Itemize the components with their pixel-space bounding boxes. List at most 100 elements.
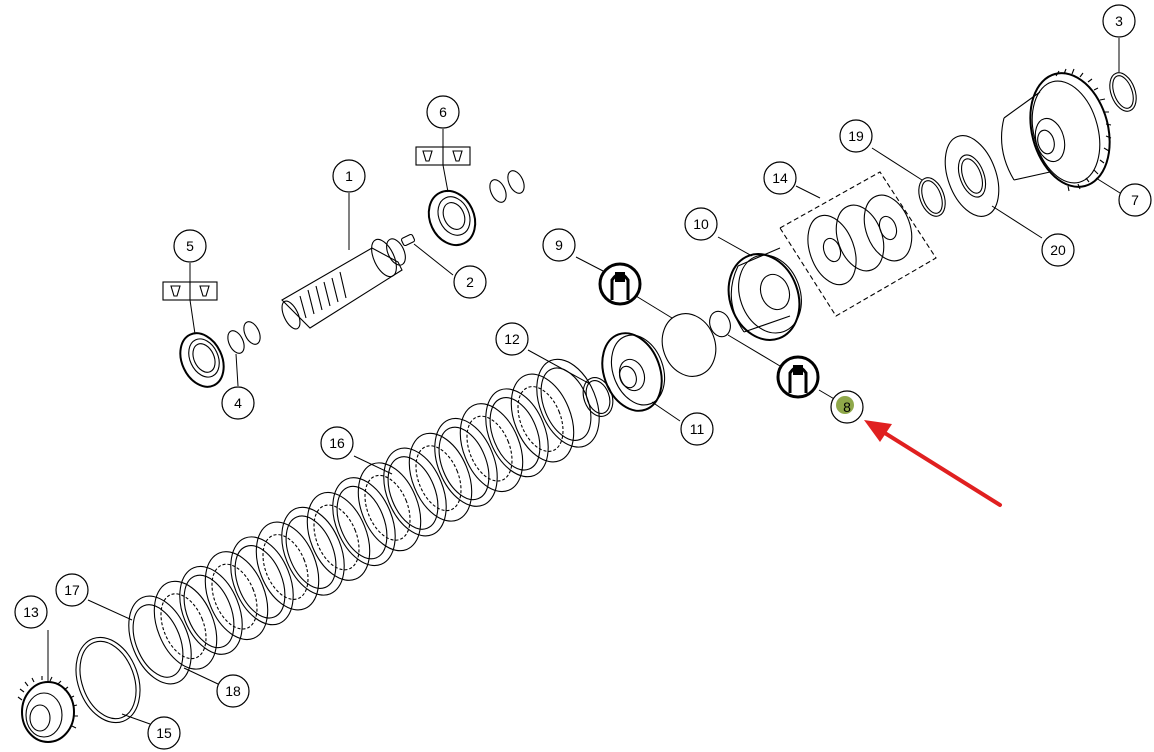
friction-plate xyxy=(459,403,524,493)
callout-circle xyxy=(839,119,873,153)
callout-label: 18 xyxy=(225,683,241,699)
callout-4: 4 xyxy=(221,386,255,420)
plate-inner-edge xyxy=(387,456,439,530)
callout-circle xyxy=(55,573,89,607)
part-7-gear-housing xyxy=(1001,68,1112,192)
callout-9: 9 xyxy=(542,228,576,262)
callout-label: 6 xyxy=(439,104,447,120)
callout-label: 19 xyxy=(848,128,864,144)
steel-plate xyxy=(128,595,192,685)
friction-plate xyxy=(408,432,473,522)
callout-label: 15 xyxy=(156,725,172,741)
callout-11: 11 xyxy=(680,412,714,446)
callout-circle xyxy=(14,595,48,629)
callout-label: 10 xyxy=(693,216,709,232)
callout-circle xyxy=(320,426,354,460)
callout-circle xyxy=(1102,4,1136,38)
steel-plate xyxy=(281,506,345,596)
callout-13: 13 xyxy=(14,595,48,629)
plate-inner-edge xyxy=(336,485,388,560)
callout-label: 8 xyxy=(843,399,851,415)
callout-circle xyxy=(147,716,181,750)
plate-inner-edge xyxy=(234,545,286,619)
steel-plate xyxy=(485,388,549,478)
plate-inner-edge xyxy=(211,563,258,630)
part-10-drum xyxy=(727,247,802,341)
callout-label: 3 xyxy=(1115,13,1123,29)
callout-2: 2 xyxy=(453,265,487,299)
part-4-snap-rings xyxy=(227,321,261,354)
callout-label: 1 xyxy=(345,168,353,184)
callout-label: 16 xyxy=(329,435,345,451)
leader-lines xyxy=(47,38,1121,725)
callout-6: 6 xyxy=(426,95,460,129)
callout-20: 20 xyxy=(1041,233,1075,267)
steel-plate xyxy=(383,447,447,537)
highlight-dot xyxy=(836,396,854,414)
callout-circle xyxy=(173,229,207,263)
part-14-kit xyxy=(779,171,937,317)
callout-label: 9 xyxy=(555,237,563,253)
callout-label: 2 xyxy=(466,274,474,290)
callout-circle xyxy=(495,322,529,356)
lubricant-symbol-9 xyxy=(598,262,642,306)
plate-inner-edge xyxy=(466,415,513,482)
callout-circle xyxy=(332,159,366,193)
plate-inner-edge xyxy=(313,504,360,571)
callout-circle xyxy=(426,95,460,129)
clutch-plate-stack xyxy=(128,358,600,685)
callout-circle xyxy=(763,161,797,195)
callout-circle xyxy=(1041,233,1075,267)
steel-plate xyxy=(332,477,396,567)
callout-label: 7 xyxy=(1131,192,1139,208)
steel-plate xyxy=(434,417,498,507)
plate-inner-edge xyxy=(183,574,235,649)
callout-label: 11 xyxy=(690,421,705,437)
callout-18: 18 xyxy=(216,674,250,708)
steel-plate xyxy=(536,358,600,448)
callout-14: 14 xyxy=(763,161,797,195)
callout-5: 5 xyxy=(173,229,207,263)
callout-circle xyxy=(680,412,714,446)
red-arrow xyxy=(864,420,1002,507)
callout-10: 10 xyxy=(684,207,718,241)
plate-inner-edge xyxy=(415,445,462,512)
part-15-snap-ring xyxy=(75,636,141,724)
callout-label: 13 xyxy=(23,604,39,620)
callout-label: 5 xyxy=(186,238,194,254)
callout-15: 15 xyxy=(147,716,181,750)
part-5-bearing xyxy=(179,332,225,388)
callout-17: 17 xyxy=(55,573,89,607)
lubricant-symbol-8 xyxy=(776,355,820,399)
callout-circle xyxy=(216,674,250,708)
plate-inner-edge xyxy=(132,604,184,678)
callout-12: 12 xyxy=(495,322,529,356)
plate-inner-edge xyxy=(160,593,207,660)
callout-8: 8 xyxy=(830,390,864,424)
part-11-piston xyxy=(601,332,666,412)
callout-circle xyxy=(684,207,718,241)
callout-label: 17 xyxy=(64,582,80,598)
callout-circle xyxy=(221,386,255,420)
friction-plate xyxy=(510,373,575,463)
friction-plate xyxy=(204,551,269,641)
part-1-shaft xyxy=(281,233,416,330)
callout-label: 20 xyxy=(1050,242,1066,258)
callout-3: 3 xyxy=(1102,4,1136,38)
callout-label: 14 xyxy=(772,170,788,186)
callout-19: 19 xyxy=(839,119,873,153)
friction-plate xyxy=(255,521,320,611)
callout-circle xyxy=(453,265,487,299)
callout-label: 4 xyxy=(234,395,242,411)
bearing-symbol-5 xyxy=(162,281,218,301)
friction-plate xyxy=(306,491,371,581)
seal-rings xyxy=(661,310,731,377)
plate-inner-edge xyxy=(438,426,490,501)
part-13-gear xyxy=(17,676,78,743)
bearing-symbol-6 xyxy=(415,146,471,166)
callout-label: 12 xyxy=(504,331,520,347)
plate-inner-edge xyxy=(364,474,411,541)
steel-plate xyxy=(230,536,294,626)
callout-circle xyxy=(542,228,576,262)
